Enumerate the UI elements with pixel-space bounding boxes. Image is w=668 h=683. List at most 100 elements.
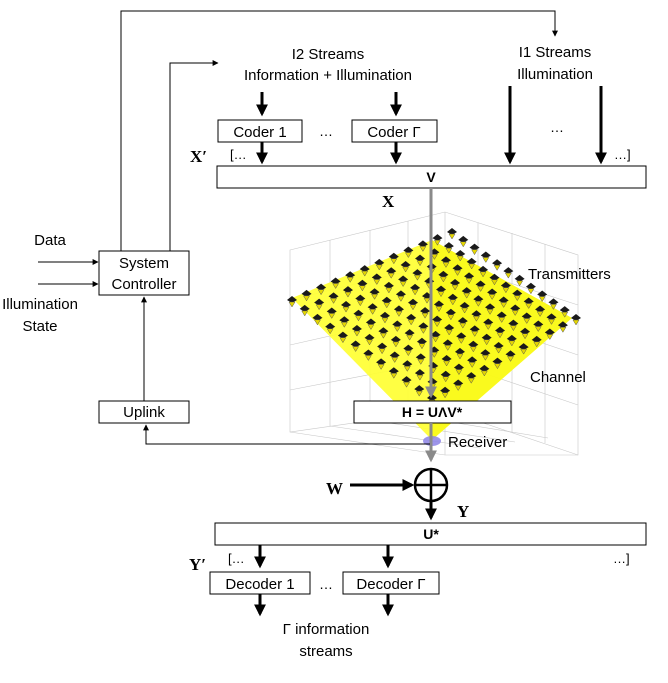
coder-gamma-label: Coder Γ: [367, 124, 420, 141]
i1-streams-subtitle: Illumination: [517, 66, 593, 83]
transmitter-base-7-9: [404, 350, 412, 357]
transmitter-base-10-2: [534, 326, 542, 333]
transmitter-base-9-1: [536, 311, 544, 317]
illumination-state-line2: State: [22, 318, 57, 335]
transmitter-1-1: [443, 242, 454, 250]
system-controller-line2: Controller: [111, 276, 176, 293]
transmitter-4-1: [478, 265, 489, 273]
transmitter-2-0: [469, 243, 480, 251]
transmitter-base-2-10: [328, 313, 336, 319]
controller-to-i1-line: [120, 10, 558, 251]
illumination-state-line1: Illumination: [2, 296, 78, 313]
transmitter-base-3-8: [369, 309, 377, 315]
transmitter-7-8: [416, 337, 427, 345]
transmitter-base-0-10: [303, 295, 310, 302]
transmitter-base-4-0: [493, 265, 501, 271]
transmitter-1-9: [328, 292, 339, 300]
transmitter-4-7: [393, 305, 404, 313]
decoder-gamma-box: [342, 571, 440, 595]
transmitter-9-11: [401, 376, 412, 384]
transmitter-6-6: [432, 315, 443, 323]
transmitter-3-8: [367, 303, 378, 311]
transmitter-base-6-10: [378, 348, 386, 355]
transmitter-base-2-8: [356, 300, 364, 307]
transmitter-base-7-1: [513, 295, 521, 302]
transmitter-7-5: [457, 317, 468, 325]
transmitter-9-10: [414, 369, 425, 377]
i1-ellipsis: …: [550, 119, 564, 135]
transmitter-7-3: [485, 303, 496, 311]
transmitter-5-1: [489, 273, 500, 281]
transmitter-base-0-11: [288, 301, 296, 308]
transmitter-base-11-3: [533, 341, 541, 348]
transmitter-1-11: [299, 304, 310, 312]
transmitter-2-6: [383, 281, 394, 289]
transmitter-base-8-0: [538, 296, 546, 303]
transmitter-9-6: [468, 340, 479, 348]
transmitter-0-1: [432, 234, 443, 242]
transmitter-base-11-5: [507, 356, 514, 362]
sum-node: [413, 467, 449, 503]
transmitter-base-4-3: [451, 284, 459, 291]
transmitter-9-4: [495, 326, 506, 334]
transmitter-base-9-3: [509, 325, 517, 332]
transmitter-5-10: [364, 333, 375, 341]
transmitter-10-4: [506, 334, 517, 342]
transmitter-4-6: [407, 298, 418, 306]
transmitter-3-9: [353, 309, 364, 317]
transmitter-base-6-11: [364, 355, 372, 361]
transmitter-base-6-9: [392, 341, 400, 348]
transmitter-11-6: [492, 357, 503, 365]
transmitter-base-11-2: [546, 334, 554, 341]
transmitter-base-11-0: [572, 319, 580, 326]
transmitter-8-7: [442, 339, 453, 347]
transmitter-2-11: [312, 313, 323, 321]
transmitter-7-11: [376, 358, 387, 366]
transmitter-base-10-4: [508, 340, 516, 347]
transmitter-base-2-0: [471, 249, 478, 256]
transmitter-base-1-6: [373, 279, 381, 285]
transmitter-base-8-7: [444, 345, 452, 351]
transmitter-base-0-3: [404, 252, 412, 259]
transmitter-2-10: [326, 307, 337, 315]
transmitter-6-5: [445, 308, 456, 316]
channel-label: Channel: [530, 369, 586, 386]
transmitter-7-6: [444, 323, 455, 331]
transmitter-0-11: [287, 296, 297, 303]
transmitter-base-7-6: [445, 329, 453, 336]
transmitter-base-11-7: [480, 370, 488, 377]
transmitter-base-2-5: [399, 281, 407, 288]
u-star-box: [214, 522, 647, 546]
transmitter-base-9-5: [483, 339, 491, 346]
transmitter-10-11: [414, 385, 425, 393]
transmitter-11-4: [518, 343, 529, 351]
transmitter-6-10: [377, 342, 388, 350]
transmitter-7-1: [512, 289, 523, 297]
transmitter-base-6-1: [502, 287, 510, 294]
transmitter-base-1-2: [431, 254, 438, 260]
transmitter-base-11-1: [559, 327, 567, 333]
transmitter-11-7: [479, 364, 490, 372]
transmitter-3-10: [339, 316, 350, 324]
transmitter-10-9: [440, 370, 451, 378]
transmitter-10-6: [480, 349, 491, 357]
transmitter-base-3-11: [326, 328, 334, 335]
transmitter-base-5-2: [477, 286, 485, 292]
transmitter-3-7: [381, 296, 392, 304]
transmitter-base-4-2: [465, 278, 473, 284]
transmitter-7-10: [389, 351, 400, 359]
info-streams-line2: streams: [299, 643, 352, 660]
transmitter-0-2: [417, 240, 428, 248]
transmitter-base-7-7: [432, 336, 440, 343]
transmitter-base-9-11: [403, 381, 410, 388]
transmitter-0-9: [316, 283, 327, 291]
transmitter-base-3-6: [397, 296, 405, 302]
transmitter-base-9-4: [496, 332, 504, 339]
transmitter-base-10-9: [442, 376, 450, 383]
coder-1-label: Coder 1: [233, 124, 286, 141]
transmitter-base-8-1: [525, 303, 533, 310]
transmitter-10-8: [453, 363, 464, 371]
transmitter-base-0-4: [390, 258, 398, 265]
transmitter-11-2: [544, 328, 555, 336]
transmitter-7-9: [403, 344, 414, 352]
